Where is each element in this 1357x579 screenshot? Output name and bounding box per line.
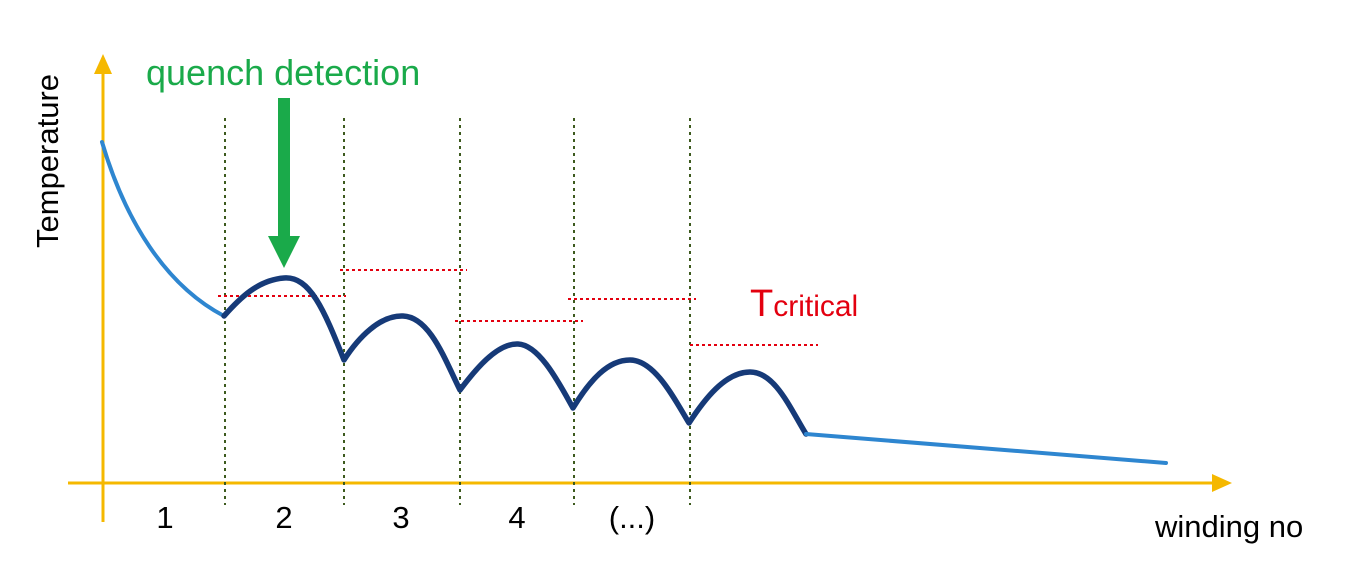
winding-label: 4 <box>508 500 525 535</box>
winding-label: 3 <box>392 500 409 535</box>
quench-arrow-shaft <box>278 98 290 238</box>
winding-dividers <box>224 118 691 505</box>
tcritical-main: T <box>750 283 773 325</box>
temperature-curve-initial <box>100 140 226 318</box>
tcritical-label: Tcritical <box>750 283 858 325</box>
y-axis-arrowhead <box>94 54 112 74</box>
winding-label: 2 <box>275 500 292 535</box>
temperature-curve-quench <box>221 275 809 437</box>
quench-arrow-head <box>268 236 300 268</box>
quench-detection-label: quench detection <box>146 52 420 93</box>
x-axis-label: winding no <box>1154 509 1303 544</box>
winding-label: 1 <box>156 500 173 535</box>
winding-label: (...) <box>609 500 656 535</box>
tcritical-subscript: critical <box>773 290 858 323</box>
y-axis-label: Temperature <box>30 74 65 248</box>
x-axis-arrowhead <box>1212 474 1232 492</box>
critical-thresholds <box>218 269 818 346</box>
temperature-curve-tail <box>804 432 1168 465</box>
winding-labels: 1 2 3 4 (...) <box>156 500 655 535</box>
